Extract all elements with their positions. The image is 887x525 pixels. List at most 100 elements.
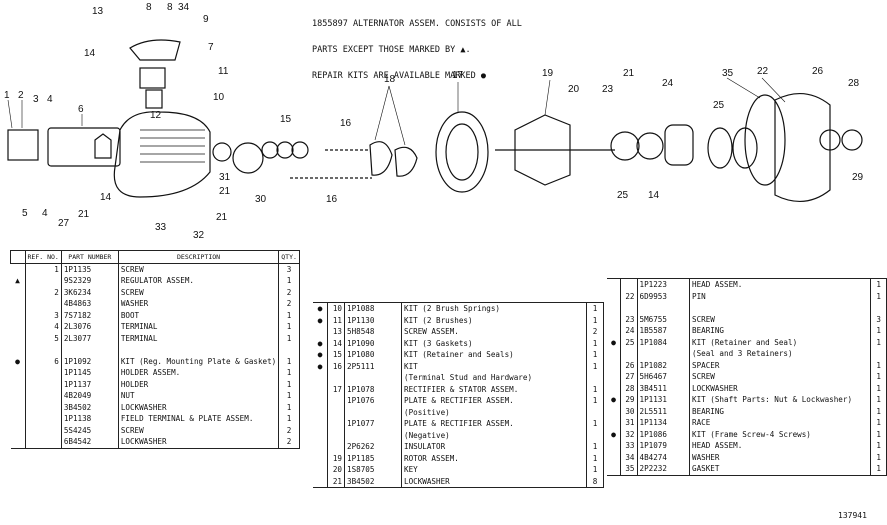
quantity	[870, 302, 887, 314]
part-number: 1P1134	[636, 417, 690, 429]
seal-part	[261, 141, 279, 159]
ref-number	[24, 298, 62, 310]
ref-number	[24, 413, 62, 425]
part-description: HOLDER ASSEM.	[117, 367, 279, 379]
part-number	[636, 348, 690, 360]
col-part-number: PART NUMBER	[60, 250, 119, 264]
ref-number	[327, 441, 345, 453]
quantity: 1	[870, 451, 887, 463]
row-mark	[607, 406, 621, 418]
ref-number	[24, 367, 62, 379]
quantity: 1	[278, 378, 300, 390]
quantity: 1	[586, 302, 604, 315]
rectifier-plate-part	[369, 141, 393, 176]
part-number: 1P1090	[344, 337, 402, 349]
part-description: (Seal and 3 Retainers)	[688, 348, 871, 360]
ref-number	[620, 348, 638, 360]
part-number: 1S8705	[344, 464, 402, 476]
part-description: PIN	[688, 290, 871, 302]
quantity: 1	[278, 390, 300, 402]
ref-number	[327, 406, 345, 418]
row-mark	[11, 379, 26, 391]
retainer-part	[610, 131, 640, 161]
table-row	[11, 344, 300, 356]
row-mark: ●	[15, 356, 20, 366]
row-mark	[11, 390, 26, 402]
part-description: LOCKWASHER	[117, 436, 279, 449]
quantity: 1	[870, 336, 887, 348]
row-mark	[11, 333, 26, 345]
callout-22: 22	[757, 66, 769, 77]
ref-number: 1	[24, 263, 62, 275]
callout-8: 8	[146, 2, 152, 13]
part-number: 1P1076	[344, 395, 402, 407]
quantity: 1	[278, 275, 300, 287]
ref-number: 34	[620, 451, 638, 463]
part-number: 3B4502	[60, 401, 119, 413]
table-row: (Negative)	[313, 429, 604, 441]
col-description: DESCRIPTION	[117, 250, 279, 264]
ref-number	[327, 372, 345, 384]
quantity: 1	[278, 321, 300, 333]
row-mark	[607, 417, 621, 429]
bearing-part	[232, 142, 264, 174]
note-line: REPAIR KITS ARE AVAILABLE MARKED ●	[312, 71, 486, 81]
quantity	[586, 429, 604, 441]
callout-35: 35	[722, 68, 734, 79]
part-number: 1P1088	[344, 302, 402, 315]
col-qty: QTY.	[278, 250, 300, 264]
row-mark	[607, 440, 621, 452]
row-mark: ▲	[15, 276, 20, 285]
part-description: LOCKWASHER	[688, 382, 871, 394]
callout-20: 20	[568, 84, 580, 95]
quantity: 1	[586, 441, 604, 453]
part-number: 2P2232	[636, 463, 690, 476]
ref-number: 28	[620, 382, 638, 394]
ref-number	[327, 418, 345, 430]
callout-21d: 21	[623, 68, 635, 79]
callout-14: 14	[100, 192, 112, 203]
ref-number: 33	[620, 440, 638, 452]
callout-11: 11	[218, 66, 229, 77]
row-mark	[11, 425, 26, 437]
row-mark: ●	[317, 304, 323, 313]
part-description: PLATE & RECTIFIER ASSEM.	[401, 418, 587, 430]
part-description: (Negative)	[401, 429, 587, 441]
ref-number: 35	[620, 463, 638, 476]
quantity: 1	[278, 413, 300, 425]
part-description: (Terminal Stud and Hardware)	[401, 372, 587, 384]
part-description: SCREW	[688, 313, 871, 325]
spacer-part	[819, 129, 841, 151]
part-description: (Positive)	[401, 406, 587, 418]
ref-number	[24, 275, 62, 287]
row-mark: ●	[317, 315, 323, 325]
ref-number	[327, 429, 345, 441]
quantity: 2	[586, 326, 604, 338]
row-mark	[313, 464, 328, 476]
seal-part	[276, 141, 294, 159]
ref-number: 15	[327, 349, 345, 361]
callout-16: 16	[340, 118, 352, 129]
quantity: 1	[278, 309, 300, 321]
quantity: 1	[586, 395, 604, 407]
row-mark	[11, 321, 26, 333]
quantity: 1	[586, 314, 604, 326]
part-number: 1P1084	[636, 336, 690, 348]
callout-8b: 8	[167, 2, 173, 13]
part-description: KIT (Retainer and Seals)	[401, 349, 587, 361]
part-number: 1P1092	[60, 355, 119, 367]
part-description: TERMINAL	[117, 321, 279, 333]
part-description: KIT (Frame Screw-4 Screws)	[688, 428, 871, 440]
part-number: 2L5511	[636, 405, 690, 417]
part-number: 1P1077	[344, 418, 402, 430]
